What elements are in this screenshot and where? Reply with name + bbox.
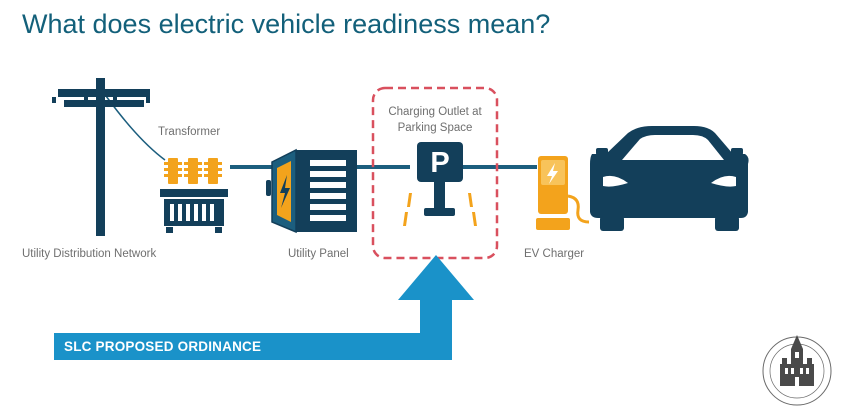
outlet-highlight-box <box>371 86 499 260</box>
utility-panel-icon <box>266 148 357 234</box>
label-charging-outlet: Charging Outlet at Parking Space <box>377 104 493 136</box>
parking-sign-icon: P <box>403 142 477 226</box>
car-icon <box>590 126 749 231</box>
utility-pole-icon <box>52 78 150 236</box>
ordinance-arrow <box>54 255 474 360</box>
label-charging-outlet-line1: Charging Outlet at <box>388 106 482 118</box>
label-ev-charger: EV Charger <box>524 248 585 260</box>
label-utility-panel: Utility Panel <box>288 248 349 260</box>
parking-sign-letter: P <box>430 147 449 179</box>
label-utility-network: Utility Distribution Network <box>22 248 157 260</box>
label-charging-outlet-line2: Parking Space <box>397 122 473 134</box>
transformer-icon <box>160 158 228 233</box>
ordinance-banner-text: SLC PROPOSED ORDINANCE <box>64 339 262 354</box>
city-seal-icon <box>762 335 832 406</box>
label-transformer: Transformer <box>158 126 221 138</box>
slide-title: What does electric vehicle readiness mea… <box>22 9 551 39</box>
ev-charger-icon <box>536 156 590 230</box>
